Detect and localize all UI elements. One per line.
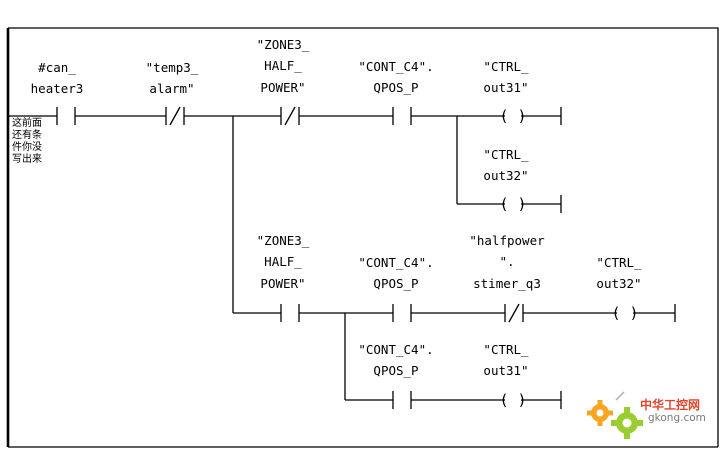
nc-slash: [169, 106, 181, 126]
contact-label: HALF_: [264, 58, 302, 73]
watermark-en-text: gkong.com: [648, 412, 706, 424]
coil-symbol: ( ): [499, 391, 526, 409]
note-line: 这前面: [12, 116, 42, 129]
contact-label: "CONT_C4".: [358, 59, 433, 74]
coil-label: "CTRL_: [483, 59, 529, 74]
contact-zone3-half-power: "ZONE3_ HALF_ POWER": [257, 37, 310, 126]
contact-label: ".: [499, 254, 514, 269]
contact-label: "CONT_C4".: [358, 342, 433, 357]
nc-slash: [508, 303, 520, 323]
gkong-watermark: 中华工控网 gkong.com: [587, 391, 706, 439]
coil-ctrl-out31: ( ) "CTRL_ out31": [483, 59, 562, 125]
contact-label: "CONT_C4".: [358, 255, 433, 270]
coil-symbol: ( ): [611, 304, 638, 322]
coil-symbol: ( ): [499, 107, 526, 125]
coil-label: "CTRL_: [483, 147, 529, 162]
watermark-cn-text: 中华工控网: [640, 397, 700, 412]
coil-ctrl-out32: ( ) "CTRL_ out32": [483, 147, 562, 213]
contact-label: "ZONE3_: [257, 37, 310, 52]
contact-label: HALF_: [264, 254, 302, 269]
coil-label: out32": [483, 168, 528, 183]
contact-label: stimer_q3: [473, 276, 541, 291]
coil-label: out32": [596, 276, 641, 291]
rung-1: #can_ heater3 "temp3_ alarm" "ZONE3_ HAL…: [8, 37, 562, 313]
coil-ctrl-out31-branch: ( ) "CTRL_ out31": [483, 342, 562, 409]
contact-label: QPOS_P: [373, 276, 418, 291]
contact-label: QPOS_P: [373, 363, 418, 378]
contact-can-heater3: #can_ heater3: [31, 60, 84, 125]
gear-logo-icon: [587, 391, 643, 439]
note-line: 件你没: [12, 140, 42, 153]
coil-symbol: ( ): [499, 195, 526, 213]
coil-label: out31": [483, 80, 528, 95]
contact-label: heater3: [31, 81, 84, 96]
contact-label: POWER": [260, 80, 305, 95]
diagram-frame-top-right: [8, 27, 719, 447]
contact-label: alarm": [149, 81, 194, 96]
contact-label: "temp3_: [146, 60, 199, 75]
note-line: 写出来: [12, 152, 42, 165]
contact-label: "halfpower: [469, 233, 545, 248]
contact-cont-c4-qpos-p: "CONT_C4". QPOS_P: [358, 255, 434, 322]
contact-label: "ZONE3_: [257, 233, 310, 248]
contact-label: QPOS_P: [373, 80, 418, 95]
contact-temp3-alarm: "temp3_ alarm": [146, 60, 199, 126]
annotation-note: 这前面 还有条 件你没 写出来: [12, 116, 42, 165]
contact-cont-c4-qpos-p-branch: "CONT_C4". QPOS_P: [358, 342, 434, 409]
coil-label: out31": [483, 363, 528, 378]
contact-zone3-half-power: "ZONE3_ HALF_ POWER": [257, 233, 310, 322]
contact-label: POWER": [260, 276, 305, 291]
contact-cont-c4-qpos-p: "CONT_C4". QPOS_P: [358, 59, 434, 125]
coil-label: "CTRL_: [483, 342, 529, 357]
rung-2: "ZONE3_ HALF_ POWER" "CONT_C4". QPOS_P "…: [233, 233, 676, 409]
coil-label: "CTRL_: [596, 255, 642, 270]
nc-slash: [284, 106, 296, 126]
contact-label: #can_: [38, 60, 76, 75]
contact-halfpower-stimer-q3: "halfpower ". stimer_q3: [469, 233, 545, 323]
note-line: 还有条: [12, 128, 42, 141]
coil-ctrl-out32: ( ) "CTRL_ out32": [596, 255, 676, 322]
